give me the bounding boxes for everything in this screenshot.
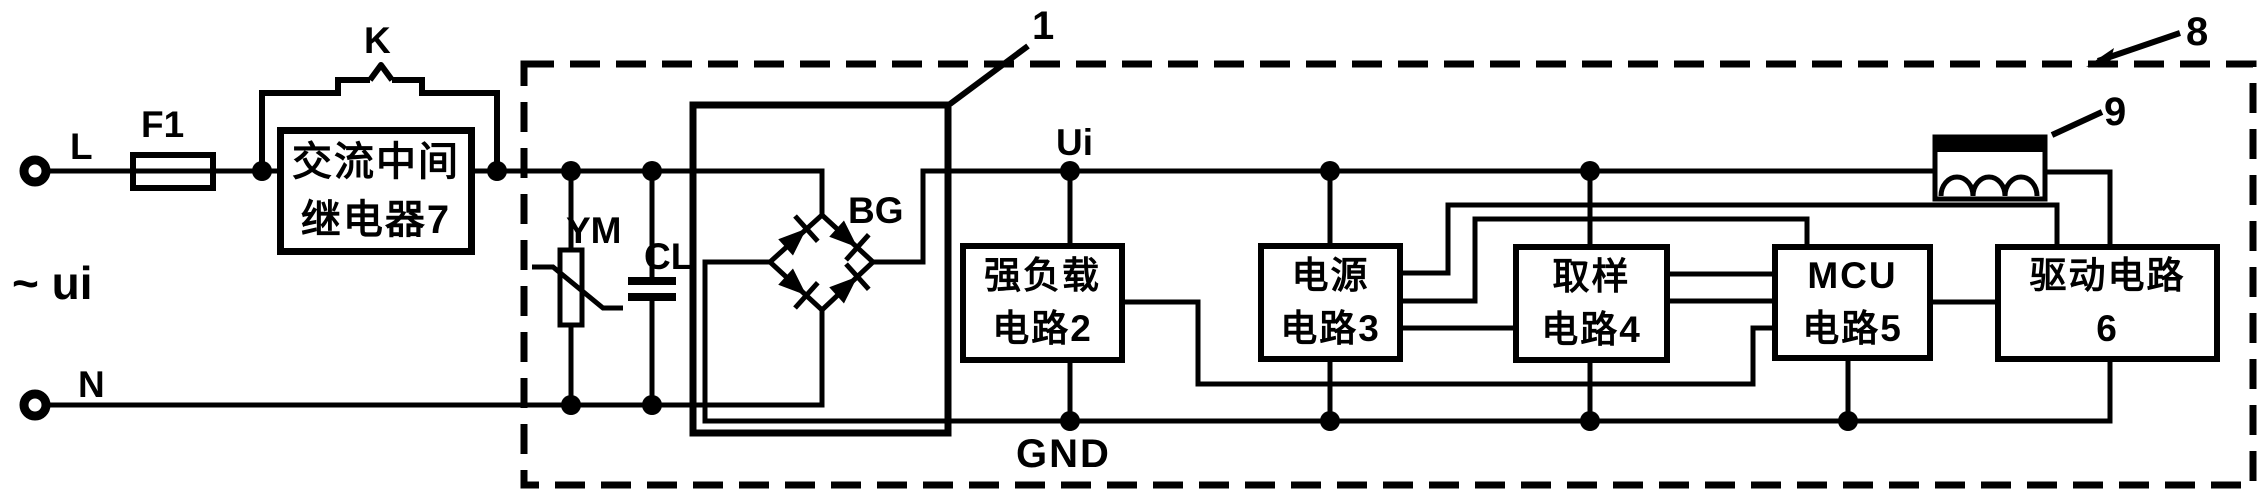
block-sampling-4-line2: 电路4 <box>1541 308 1642 350</box>
label-bridge-bg: BG <box>848 190 904 231</box>
block-power-supply-3-line2: 电路3 <box>1280 307 1381 349</box>
block-heavy-load-2: 强负载 电路2 <box>960 243 1125 363</box>
label-neutral-terminal: N <box>78 364 105 405</box>
label-varistor-ym: YM <box>566 210 622 251</box>
block-mcu-5-line2: 电路5 <box>1802 307 1903 349</box>
terminal-l-circle <box>19 155 51 187</box>
wire-power3-rail-to-mcu <box>1403 216 1810 304</box>
ref-line-8 <box>2097 30 2181 64</box>
label-gnd-rail: GND <box>1016 432 1111 476</box>
junction-dots <box>252 161 1858 431</box>
label-live-terminal: L <box>70 126 93 167</box>
wire-load2-to-mcu <box>1125 299 1772 387</box>
wire-inductor-to-driver <box>2045 169 2113 244</box>
enclosure-8-dashed-border <box>520 60 2257 489</box>
wire-neutral-n <box>47 310 825 408</box>
block-mcu-5: MCU 电路5 <box>1772 244 1933 361</box>
label-ref-8: 8 <box>2186 10 2209 54</box>
label-ac-source-ui: ~ ui <box>12 257 93 309</box>
block-driver-6-line2: 6 <box>2096 308 2119 349</box>
terminal-n-circle <box>19 389 51 421</box>
label-ref-1: 1 <box>1032 4 1055 48</box>
ref-arrowhead-8 <box>2086 48 2114 67</box>
label-capacitor-cl: CL <box>644 236 694 277</box>
varistor-ym-strike <box>532 264 623 311</box>
wire-ui-rail <box>873 168 1935 265</box>
wire-gnd-rail <box>702 259 2113 424</box>
block-sampling-4-line1: 取样 <box>1552 255 1631 297</box>
block-driver-6: 驱动电路 6 <box>1995 244 2220 362</box>
bridge-diode-icons <box>778 214 871 310</box>
block-heavy-load-2-line1: 强负载 <box>984 255 1101 297</box>
label-ui-rail: Ui <box>1056 122 1093 163</box>
fuse-f1-symbol <box>130 152 216 191</box>
ref-line-9 <box>2050 109 2104 138</box>
capacitor-cl-plates <box>628 277 676 301</box>
block-power-supply-3: 电源 电路3 <box>1258 243 1403 362</box>
inductor-9-core-bar <box>1935 139 2045 152</box>
label-contact-k: K <box>364 20 391 61</box>
block-driver-6-line1: 驱动电路 <box>2029 255 2186 297</box>
block-ac-relay-7-line2: 继电器7 <box>300 198 452 242</box>
block-ac-relay-7: 交流中间 继电器7 <box>277 127 475 255</box>
label-ref-9: 9 <box>2104 90 2127 134</box>
relay-bypass-wire <box>259 77 500 171</box>
block-heavy-load-2-line2: 电路2 <box>992 308 1093 349</box>
inductor-9-coil-arcs <box>1938 174 2040 197</box>
switch-k-contact-icon <box>367 62 395 82</box>
wire-sampling4-to-mcu <box>1670 271 1772 304</box>
block-sampling-4: 取样 电路4 <box>1513 244 1670 363</box>
label-fuse-f1: F1 <box>141 104 185 145</box>
rectifier-box-1 <box>689 101 952 437</box>
block-mcu-5-line1: MCU <box>1807 254 1898 296</box>
varistor-ym-body <box>557 247 585 328</box>
wire-power3-rail-to-driver <box>1403 202 2060 276</box>
block-power-supply-3-line1: 电源 <box>1291 254 1370 296</box>
ref-line-1 <box>948 43 1030 107</box>
block-ac-relay-7-line1: 交流中间 <box>292 140 460 184</box>
